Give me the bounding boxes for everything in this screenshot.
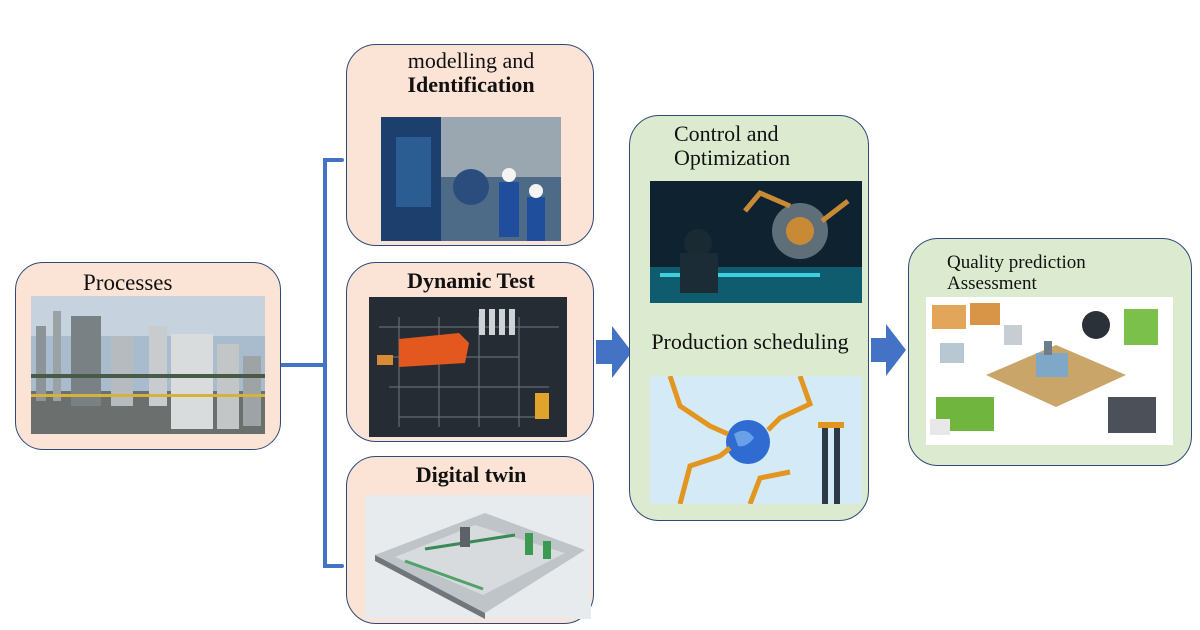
- control-title: Control and Optimization: [674, 121, 791, 171]
- arrow-to-control: [596, 326, 632, 378]
- waste-management-image: [926, 297, 1173, 445]
- control-title-line2: Optimization: [674, 145, 791, 171]
- control-title-line1: Control and: [674, 121, 779, 146]
- dynamic-test-box: Dynamic Test: [346, 262, 594, 442]
- modelling-box: modelling and Identification: [346, 44, 594, 246]
- control-box: Control and Optimization Production sche…: [629, 115, 869, 521]
- quality-box: Quality prediction Assessment: [908, 238, 1192, 466]
- modelling-title-line1: modelling and: [407, 48, 535, 73]
- processes-title: Processes: [83, 270, 173, 295]
- industrial-plant-image: [31, 296, 265, 434]
- quality-title-line2: Assessment: [947, 272, 1037, 294]
- arrow-to-quality: [871, 324, 906, 376]
- factory-model-image: [365, 495, 591, 619]
- engineers-machinery-image: [381, 117, 561, 241]
- production-scheduling-title: Production scheduling: [651, 329, 849, 354]
- robotic-arm-image: [650, 181, 862, 303]
- modelling-title: modelling and Identification: [347, 48, 595, 98]
- modelling-title-line2: Identification: [407, 72, 535, 98]
- digital-twin-box: Digital twin: [346, 456, 594, 624]
- quality-title-line1: Quality prediction: [947, 252, 1086, 273]
- dynamic-test-title: Dynamic Test: [407, 268, 535, 293]
- quality-title: Quality prediction Assessment: [947, 252, 1086, 295]
- robot-arms-globe-image: [650, 376, 862, 504]
- bracket-line: [323, 158, 344, 568]
- digital-twin-title: Digital twin: [415, 462, 527, 487]
- processes-box: Processes: [15, 262, 281, 450]
- process-schematic-image: [369, 297, 567, 437]
